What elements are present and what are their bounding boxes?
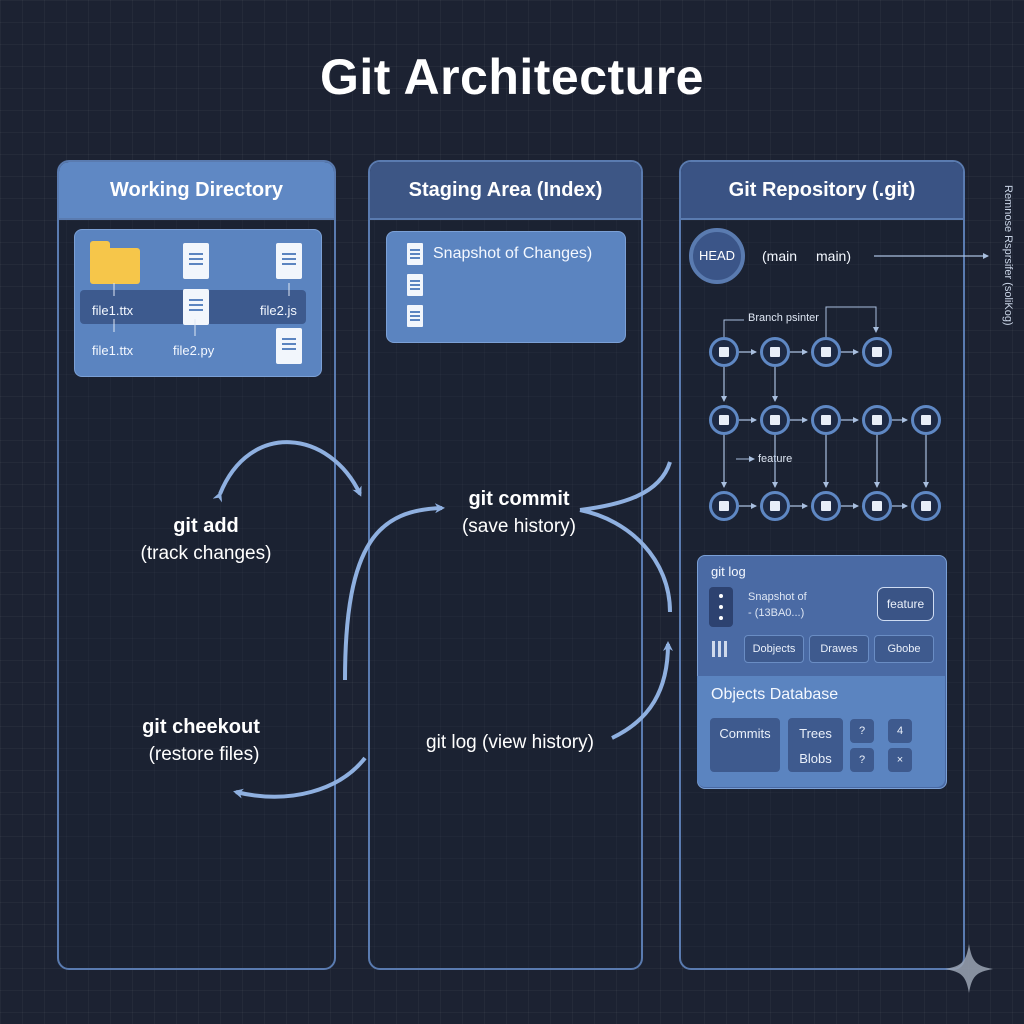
git-log-command-label: git log (view history) — [426, 732, 594, 753]
folder-icon — [90, 241, 140, 284]
commit-node — [911, 491, 941, 521]
head-pointer: HEAD — [689, 228, 745, 284]
commit-node — [811, 491, 841, 521]
file-icon — [407, 274, 423, 296]
commit-node — [811, 405, 841, 435]
blobs-label: Blobs — [799, 751, 832, 766]
git-log-title: git log — [711, 564, 746, 579]
commit-node — [709, 337, 739, 367]
snapshot-line: Snapshot of — [748, 591, 807, 603]
side-note: Remnose Rsprsifer (soliKog) — [1002, 185, 1014, 326]
trees-blobs-cell: Trees Blobs — [788, 718, 843, 772]
file-label: file1.ttx — [92, 343, 134, 358]
file-label: file1.ttx — [92, 303, 134, 318]
git-checkout-desc: (restore files) — [148, 744, 260, 765]
feature-branch-label: feature — [758, 453, 793, 465]
file-icon — [183, 289, 209, 325]
commit-node — [862, 491, 892, 521]
commit-node — [760, 491, 790, 521]
trees-label: Trees — [799, 726, 832, 741]
snapshot-hash: - (13BA0...) — [748, 607, 805, 619]
file-icon — [276, 328, 302, 364]
main-label: main) — [816, 248, 852, 264]
commit-node — [709, 491, 739, 521]
commit-node — [811, 337, 841, 367]
main-label: (main — [762, 248, 798, 264]
file-icon — [183, 243, 209, 279]
commits-label: Commits — [719, 726, 771, 741]
commit-node — [760, 337, 790, 367]
working-directory-header: Working Directory — [59, 162, 334, 220]
snapshot-label: Snapshot of Changes) — [433, 245, 593, 262]
commit-node — [911, 405, 941, 435]
objects-tab[interactable]: Dobjects — [744, 635, 804, 663]
page-title: Git Architecture — [319, 49, 704, 105]
object-cell: 4 — [888, 719, 912, 743]
file-label: file2.py — [173, 343, 215, 358]
git-add-desc: (track changes) — [140, 543, 272, 564]
file-icon — [276, 243, 302, 279]
commit-node — [862, 405, 892, 435]
git-commit-label: git commit — [468, 488, 570, 510]
commit-node — [760, 405, 790, 435]
file-label: file2.js — [260, 303, 297, 318]
close-icon[interactable]: × — [888, 748, 912, 772]
trees-tab[interactable]: Drawes — [809, 635, 869, 663]
file-icon — [407, 243, 423, 265]
git-checkout-label: git cheekout — [142, 716, 260, 738]
snapshot-box — [386, 231, 626, 343]
git-add-label: git add — [173, 515, 239, 537]
branch-pointer-label: Branch psinter — [748, 312, 819, 324]
commit-node — [862, 337, 892, 367]
blobs-tab[interactable]: Gbobe — [874, 635, 934, 663]
file-icon — [407, 305, 423, 327]
git-commit-desc: (save history) — [461, 516, 577, 537]
staging-area-header: Staging Area (Index) — [370, 162, 641, 220]
commits-cell: Commits — [710, 718, 780, 772]
objects-database-title: Objects Database — [711, 686, 839, 703]
grid-icon — [712, 641, 728, 657]
commit-node — [709, 405, 739, 435]
feature-button[interactable]: feature — [877, 587, 934, 621]
repository-header: Git Repository (.git) — [681, 162, 963, 220]
object-cell: ? — [850, 748, 874, 772]
object-cell: ? — [850, 719, 874, 743]
more-icon[interactable] — [709, 587, 733, 627]
